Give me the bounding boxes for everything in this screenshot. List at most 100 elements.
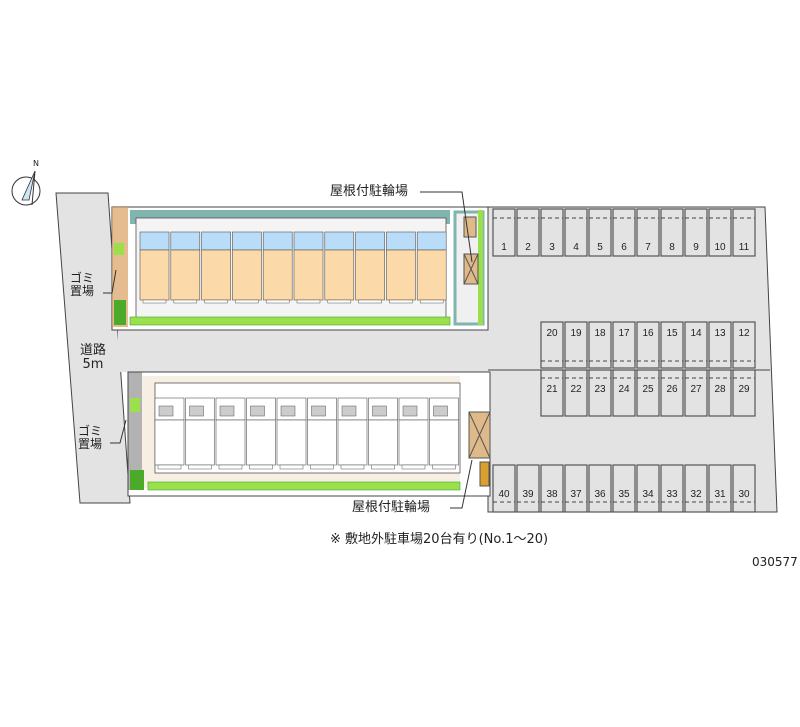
apartment-unit [185,397,215,470]
stall-number: 14 [690,328,702,339]
garbage-label-top-2: 置場 [70,284,95,299]
parking-stall-19: 19 [564,321,588,369]
apartment-unit [215,397,246,470]
parking-stall-28: 28 [708,369,732,417]
stall-number: 24 [618,384,630,395]
apartment-unit [386,231,416,304]
stall-number: 27 [690,384,702,395]
stall-number: 33 [666,489,678,500]
apartment-unit [355,231,385,304]
parking-stall-5: 5 [588,208,612,257]
stall-number: 39 [522,489,534,500]
parking-stall-14: 14 [684,321,708,369]
parking-stall-37: 37 [564,464,588,513]
stall-number: 23 [594,384,606,395]
parking-stall-40: 40 [492,464,516,513]
stall-number: 6 [621,242,627,253]
stall-number: 40 [498,489,510,500]
stall-number: 29 [738,384,750,395]
stall-number: 4 [573,242,579,253]
stall-number: 35 [618,489,630,500]
apartment-unit [337,397,368,470]
stall-number: 9 [693,242,699,253]
apartment-unit [324,231,355,304]
apartment-unit [262,231,293,304]
stall-number: 1 [501,242,507,253]
parking-stall-11: 11 [732,208,756,257]
parking-stall-39: 39 [516,464,540,513]
parking-stall-23: 23 [588,369,612,417]
stall-number: 30 [738,489,750,500]
parking-stall-18: 18 [588,321,612,369]
stall-number: 20 [546,328,558,339]
building-bottom [127,371,491,497]
offsite-parking-note: ※ 敷地外駐車場20台有り(No.1〜20) [330,532,549,547]
parking-stall-10: 10 [708,208,732,257]
apartment-unit [154,397,185,470]
parking-stall-12: 12 [732,321,756,369]
stall-number: 36 [594,489,606,500]
driveway [118,330,490,372]
stall-number: 34 [642,489,654,500]
apartment-unit [246,397,276,470]
stall-number: 3 [549,242,555,253]
parking-stall-35: 35 [612,464,636,513]
apartment-unit [307,397,337,470]
stall-number: 22 [570,384,582,395]
parking-stall-7: 7 [636,208,660,257]
apartment-unit [398,397,429,470]
stall-number: 16 [642,328,654,339]
apartment-unit [139,231,170,304]
stall-number: 32 [690,489,702,500]
stall-number: 31 [714,489,726,500]
parking-stall-33: 33 [660,464,684,513]
stall-number: 11 [739,242,750,253]
garbage-label-bottom-2: 置場 [78,437,103,452]
parking-stall-32: 32 [684,464,708,513]
parking-stall-29: 29 [732,369,756,417]
parking-stall-31: 31 [708,464,732,513]
stall-number: 37 [570,489,582,500]
parking-stall-17: 17 [612,321,636,369]
parking-stall-38: 38 [540,464,564,513]
stall-number: 7 [645,242,651,253]
property-code: 030577 [752,555,798,569]
parking-stall-1: 1 [492,208,516,257]
parking-stall-24: 24 [612,369,636,417]
stall-number: 38 [546,489,558,500]
parking-stall-36: 36 [588,464,612,513]
stall-number: 19 [570,328,582,339]
stall-number: 18 [594,328,606,339]
bike-parking-label-bottom: 屋根付駐輪場 [352,500,431,515]
stall-number: 12 [738,328,750,339]
compass-north-label: N [33,159,39,168]
parking-stall-34: 34 [636,464,660,513]
parking-stall-25: 25 [636,369,660,417]
bike-parking-label-top: 屋根付駐輪場 [330,184,409,199]
parking-stall-27: 27 [684,369,708,417]
apartment-unit [293,231,324,304]
parking-stall-6: 6 [612,208,636,257]
stall-number: 13 [714,328,726,339]
stall-number: 15 [666,328,678,339]
road-label-width: 5m [82,357,104,373]
parking-stall-8: 8 [660,208,684,257]
apartment-unit [416,231,447,304]
parking-stall-16: 16 [636,321,660,369]
parking-stall-20: 20 [540,321,564,369]
parking-stall-4: 4 [564,208,588,257]
parking-stall-9: 9 [684,208,708,257]
parking-stall-15: 15 [660,321,684,369]
apartment-unit [276,397,307,470]
stall-number: 17 [618,328,630,339]
parking-stall-2: 2 [516,208,540,257]
stall-number: 5 [597,242,603,253]
apartment-unit [232,231,262,304]
stall-number: 2 [525,242,531,253]
stall-number: 8 [669,242,675,253]
stall-number: 25 [642,384,654,395]
garbage-label-bottom-1: ゴミ [78,424,103,438]
compass-icon [11,170,41,206]
parking-stall-13: 13 [708,321,732,369]
